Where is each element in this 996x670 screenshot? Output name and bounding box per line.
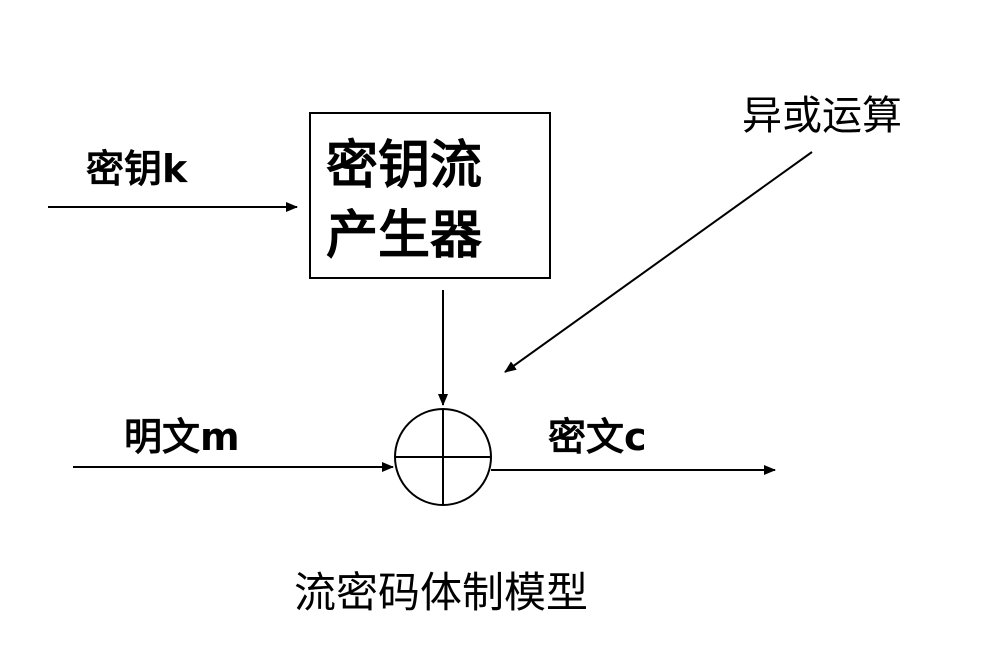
xor-pointer-arrow [504, 151, 813, 373]
generator-label-line2: 产生器 [326, 206, 483, 266]
generator-label-line1: 密钥流 [326, 136, 483, 196]
plaintext-label: 明文m [124, 415, 240, 459]
xor-symbol [394, 408, 492, 506]
keystream-generator-box [309, 112, 551, 279]
diagram-caption: 流密码体制模型 [294, 568, 589, 617]
key-label: 密钥k [86, 147, 188, 191]
ciphertext-label: 密文c [548, 415, 647, 459]
xor-label: 异或运算 [742, 93, 902, 139]
